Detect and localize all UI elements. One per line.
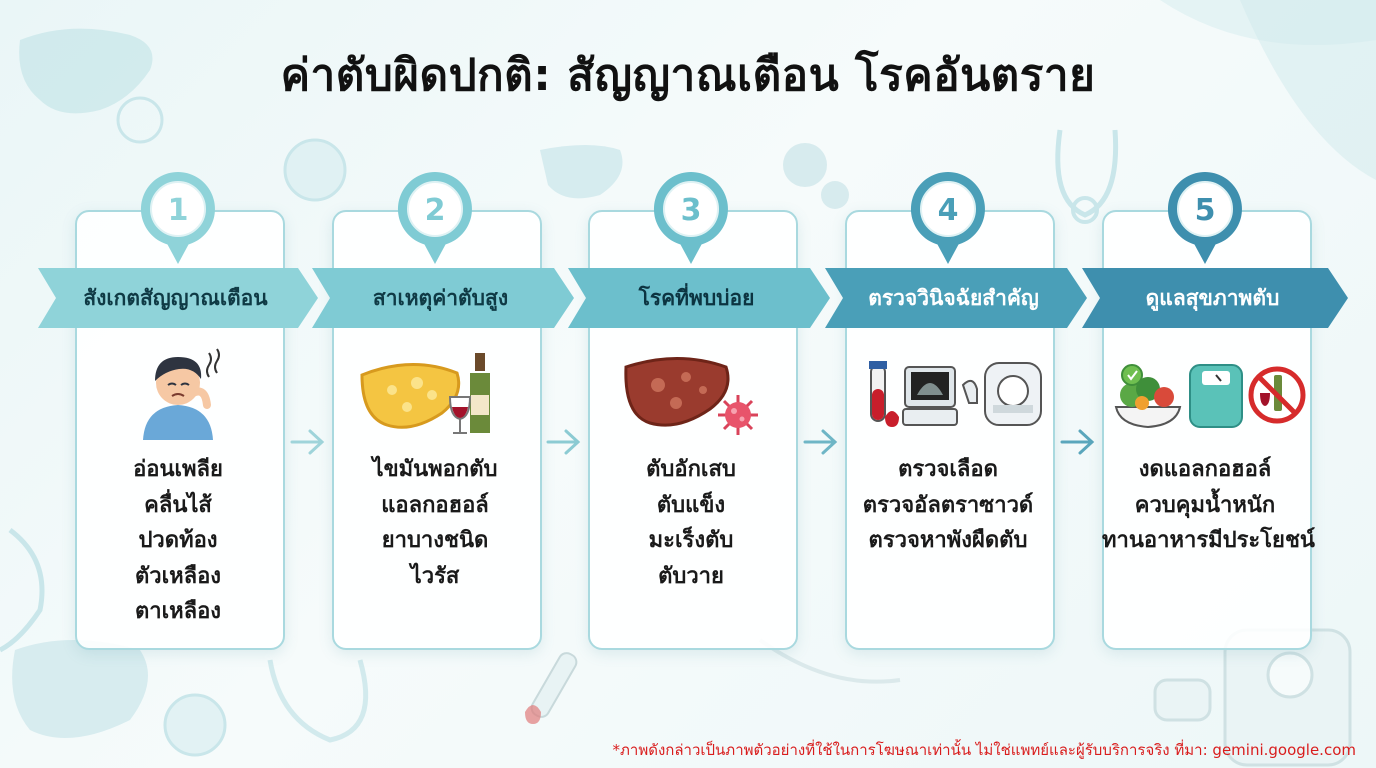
step-item: ไวรัส <box>410 563 460 589</box>
bg-liver-icon <box>19 28 153 114</box>
step-heading-5: ดูแลสุขภาพตับ <box>1145 286 1280 310</box>
step-item: ตรวจเลือด <box>898 457 998 482</box>
bg-virus-icon <box>783 143 849 209</box>
step-banner-2 <box>312 268 574 328</box>
step-banner-4 <box>825 268 1087 328</box>
step-heading-4: ตรวจวินิจฉัยสำคัญ <box>868 286 1039 310</box>
step-item: ตรวจอัลตราซาวด์ <box>862 492 1034 518</box>
blood-test-ultrasound-ct-icon <box>869 361 1042 427</box>
step-heading-2: สาเหตุค่าตับสูง <box>372 286 509 310</box>
step-badge-1: 1 <box>140 172 215 264</box>
step-banner-5 <box>1082 268 1348 328</box>
chevron-right-icon <box>803 429 838 455</box>
chevron-right-icon <box>546 429 581 455</box>
step-heading-3: โรคที่พบบ่อย <box>638 286 755 310</box>
step-items-3: ตับอักเสบ ตับแข็ง มะเร็งตับ ตับวาย <box>588 452 794 594</box>
step-item: ตาเหลือง <box>134 599 222 624</box>
step-badge-5: 5 <box>1167 172 1242 264</box>
disclaimer-text: *ภาพดังกล่าวเป็นภาพตัวอย่างที่ใช้ในการโฆ… <box>612 741 1356 759</box>
step-item: ตรวจหาพังผืดตับ <box>868 528 1028 553</box>
bg-blood-tube-icon <box>525 652 578 724</box>
fatty-liver-and-alcohol-icon <box>360 353 490 434</box>
step-items-5: งดแอลกอฮอล์ ควบคุมน้ำหนัก ทานอาหารมีประโ… <box>1102 452 1315 559</box>
step-item: ทานอาหารมีประโยชน์ <box>1102 528 1315 553</box>
step-badge-3: 3 <box>653 172 728 264</box>
bg-ultrasound-icon <box>1153 678 1212 722</box>
step-number-1: 1 <box>168 193 189 228</box>
step-items-4: ตรวจเลือด ตรวจอัลตราซาวด์ ตรวจหาพังผืดตั… <box>845 452 1051 559</box>
step-items-1: อ่อนเพลีย คลื่นไส้ ปวดท้อง ตัวเหลือง ตาเ… <box>75 452 281 630</box>
step-item: แอลกอฮอล์ <box>381 492 489 518</box>
step-items-2: ไขมันพอกตับ แอลกอฮอล์ ยาบางชนิด ไวรัส <box>332 452 538 594</box>
step-item: คลื่นไส้ <box>144 492 212 518</box>
bg-liver-icon <box>540 145 623 199</box>
fatigued-person-icon <box>143 348 220 440</box>
damaged-liver-and-virus-icon <box>624 357 758 435</box>
healthy-food-scale-no-alcohol-icon <box>1114 364 1306 429</box>
step-badge-2: 2 <box>397 172 472 264</box>
step-item: ตัวเหลือง <box>134 563 222 589</box>
page-title: ค่าตับผิดปกติ: สัญญาณเตือน โรคอันตราย <box>280 50 1096 101</box>
step-number-5: 5 <box>1195 193 1216 228</box>
step-item: มะเร็งตับ <box>648 528 734 553</box>
bg-stethoscope-icon <box>0 528 45 653</box>
step-item: ตับอักเสบ <box>646 457 736 482</box>
step-item: ยาบางชนิด <box>381 528 489 553</box>
chevron-right-icon <box>290 429 325 455</box>
step-number-2: 2 <box>425 193 446 228</box>
step-heading-1: สังเกตสัญญาณเตือน <box>83 286 268 310</box>
step-banner-3 <box>568 268 830 328</box>
step-item: ปวดท้อง <box>138 528 218 553</box>
step-item: ตับวาย <box>658 563 724 589</box>
step-item: ควบคุมน้ำหนัก <box>1134 492 1276 518</box>
bg-cell-icon <box>116 96 164 144</box>
step-item: ไขมันพอกตับ <box>372 457 498 482</box>
step-item: งดแอลกอฮอล์ <box>1138 457 1272 482</box>
step-banner-1 <box>38 268 318 328</box>
step-number-3: 3 <box>681 193 702 228</box>
bg-stethoscope-icon <box>1055 129 1119 218</box>
step-item: อ่อนเพลีย <box>133 457 223 482</box>
step-item: ตับแข็ง <box>656 492 726 518</box>
step-number-4: 4 <box>938 193 959 228</box>
chevron-right-icon <box>1060 429 1095 455</box>
step-badge-4: 4 <box>910 172 985 264</box>
bg-liver-icon <box>12 640 149 738</box>
